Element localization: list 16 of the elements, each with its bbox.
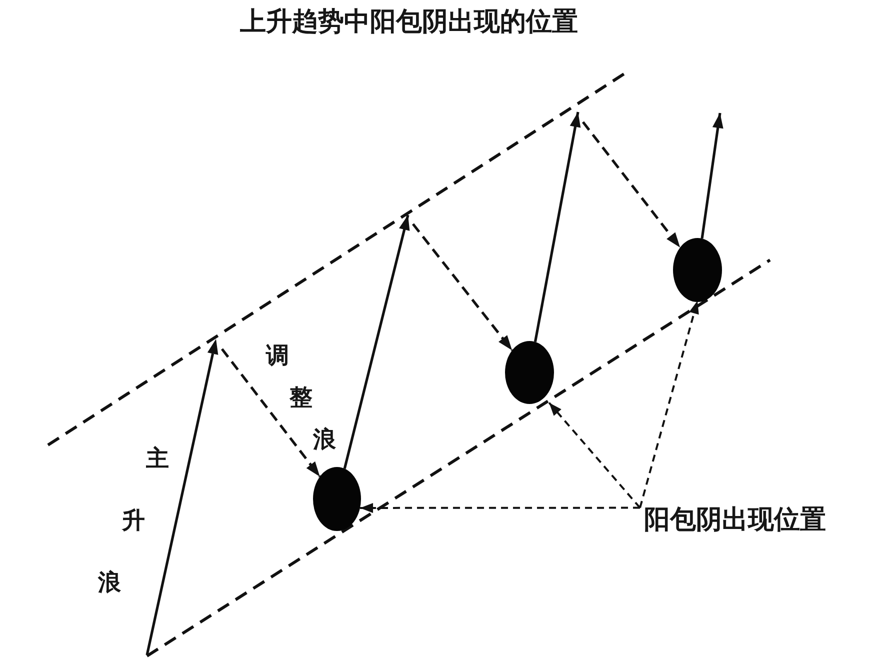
trend-arrow — [343, 214, 410, 469]
dashed-arrow — [220, 348, 321, 478]
wave-label: 主升浪 — [98, 448, 169, 595]
dot-marker — [313, 467, 361, 531]
trend-arrow — [534, 112, 581, 342]
dashed-arrow — [412, 223, 514, 352]
dot-marker — [505, 341, 554, 404]
dot-marker — [673, 238, 722, 302]
wave-label: 调整浪 — [266, 345, 336, 452]
dashed-arrow — [548, 402, 641, 508]
dashed-arrow — [360, 502, 640, 513]
dashed-arrow — [639, 300, 699, 508]
callout-text: 阳包阴出现位置 — [640, 506, 826, 536]
trend-arrow — [700, 112, 724, 239]
diagram-title: 上升趋势中阳包阴出现的位置 — [240, 8, 578, 38]
dashed-arrow — [582, 121, 682, 248]
